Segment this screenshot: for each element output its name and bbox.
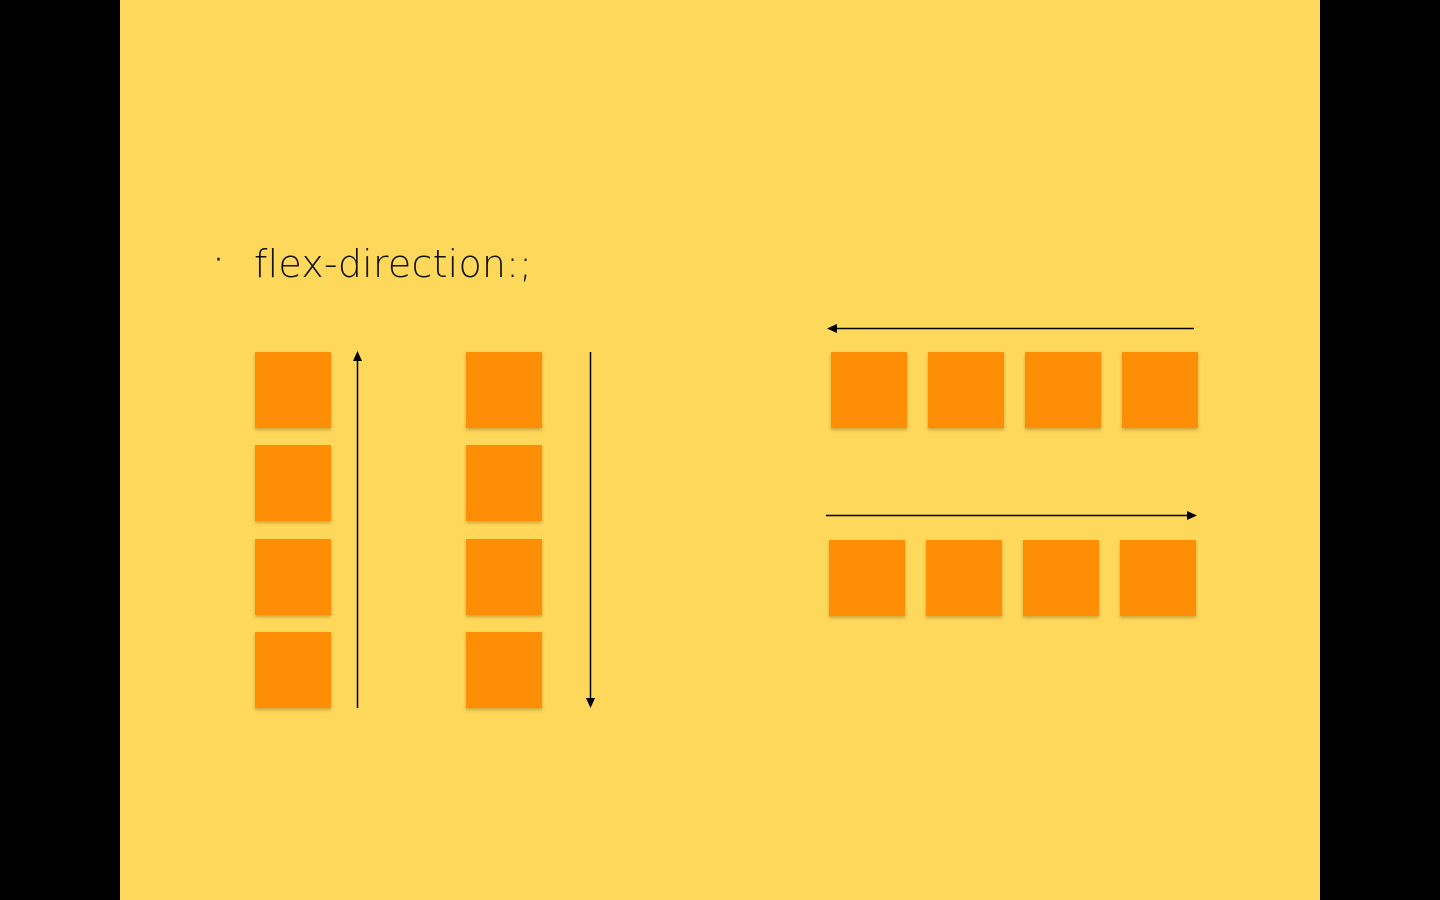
arrow-left-icon [827, 324, 1194, 333]
flex-item-box [1120, 540, 1196, 616]
letterbox-right [1320, 0, 1440, 900]
flex-item-box [255, 352, 331, 428]
slide: · flex-direction:; [120, 0, 1320, 900]
letterbox-left [0, 0, 120, 900]
flex-item-box [926, 540, 1002, 616]
bullet-point: · [215, 248, 222, 273]
flex-item-box [255, 632, 331, 708]
arrow-up-icon [353, 351, 362, 708]
flex-item-box [1122, 352, 1198, 428]
flex-item-box [928, 352, 1004, 428]
slide-text: flex-direction:; [254, 242, 533, 286]
direction-arrows [353, 324, 1197, 708]
flex-item-box [466, 445, 542, 521]
flex-item-box [831, 352, 907, 428]
arrow-right-icon [826, 511, 1197, 520]
flex-item-box [255, 539, 331, 615]
flex-item-box [1025, 352, 1101, 428]
flex-item-box [466, 352, 542, 428]
arrow-down-icon [586, 352, 595, 708]
flex-item-box [255, 445, 331, 521]
flex-item-box [1023, 540, 1099, 616]
flex-item-box [466, 632, 542, 708]
flex-item-box [829, 540, 905, 616]
flex-item-box [466, 539, 542, 615]
